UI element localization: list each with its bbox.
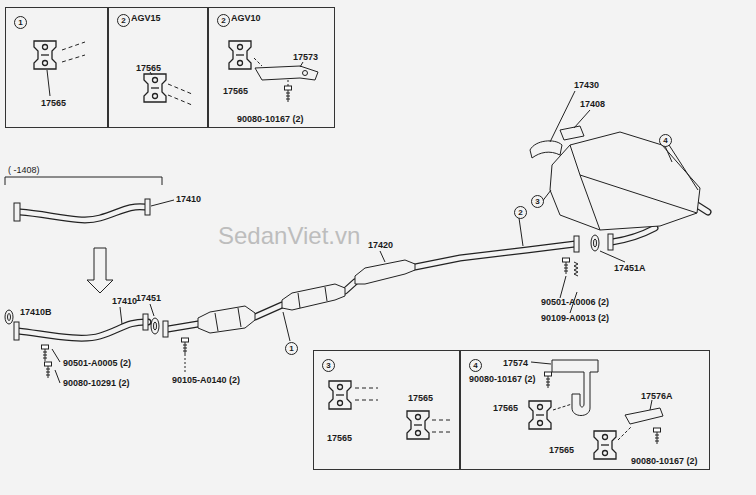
part-number: 17574 — [503, 358, 528, 368]
inset-panel: 1 17565 — [5, 7, 108, 128]
part-number: 90080-10167 (2) — [631, 456, 698, 466]
part-number: 90501-A0005 (2) — [63, 358, 131, 368]
part-number: 17565 — [136, 63, 161, 73]
part-number: 17565 — [408, 393, 433, 403]
part-number: 17451 — [136, 293, 161, 303]
callout-number: 4 — [659, 134, 672, 147]
variant-code: AGV15 — [131, 13, 161, 23]
callout-number: 2 — [514, 206, 527, 219]
part-number: 90080-10291 (2) — [63, 378, 130, 388]
part-number: 17565 — [549, 445, 574, 455]
part-number: 17576A — [641, 391, 673, 401]
part-number: 90080-10167 (2) — [469, 374, 536, 384]
part-number: 17430 — [574, 80, 599, 90]
part-number: 17573 — [293, 52, 318, 62]
part-number: 17451A — [614, 263, 646, 273]
part-number: 17565 — [493, 403, 518, 413]
part-number: 17420 — [368, 240, 393, 250]
date-range-note: ( -1408) — [8, 165, 40, 175]
part-number: 17410 — [112, 296, 137, 306]
inset-panel: 4 17574 90080-10167 (2) 17565 17576A 17565 900… — [460, 350, 710, 470]
part-number: 90080-10167 (2) — [237, 114, 304, 124]
part-number: 17565 — [223, 86, 248, 96]
part-number: 17565 — [41, 98, 66, 108]
part-number: 17565 — [327, 433, 352, 443]
part-number: 90109-A0013 (2) — [541, 313, 609, 323]
part-number: 17410 — [176, 194, 201, 204]
callout-number: 2 — [117, 14, 130, 27]
part-number: 90105-A0140 (2) — [172, 375, 240, 385]
watermark: SedanViet.vn — [218, 222, 360, 250]
callout-number: 2 — [217, 14, 230, 27]
callout-number: 4 — [469, 359, 482, 372]
variant-code: AGV10 — [231, 13, 261, 23]
inset-panel: 2AGV10 17565 17573 90080-10167 (2) — [208, 7, 335, 128]
callout-number: 3 — [322, 359, 335, 372]
callout-number: 1 — [285, 342, 298, 355]
inset-panel: 2AGV15 17565 — [108, 7, 208, 128]
callout-number: 3 — [531, 195, 544, 208]
part-number: 17408 — [580, 99, 605, 109]
callout-number: 1 — [14, 16, 27, 29]
part-number: 17410B — [20, 307, 52, 317]
inset-panel: 3 17565 17565 — [313, 350, 460, 470]
part-number: 90501-A0006 (2) — [541, 297, 609, 307]
